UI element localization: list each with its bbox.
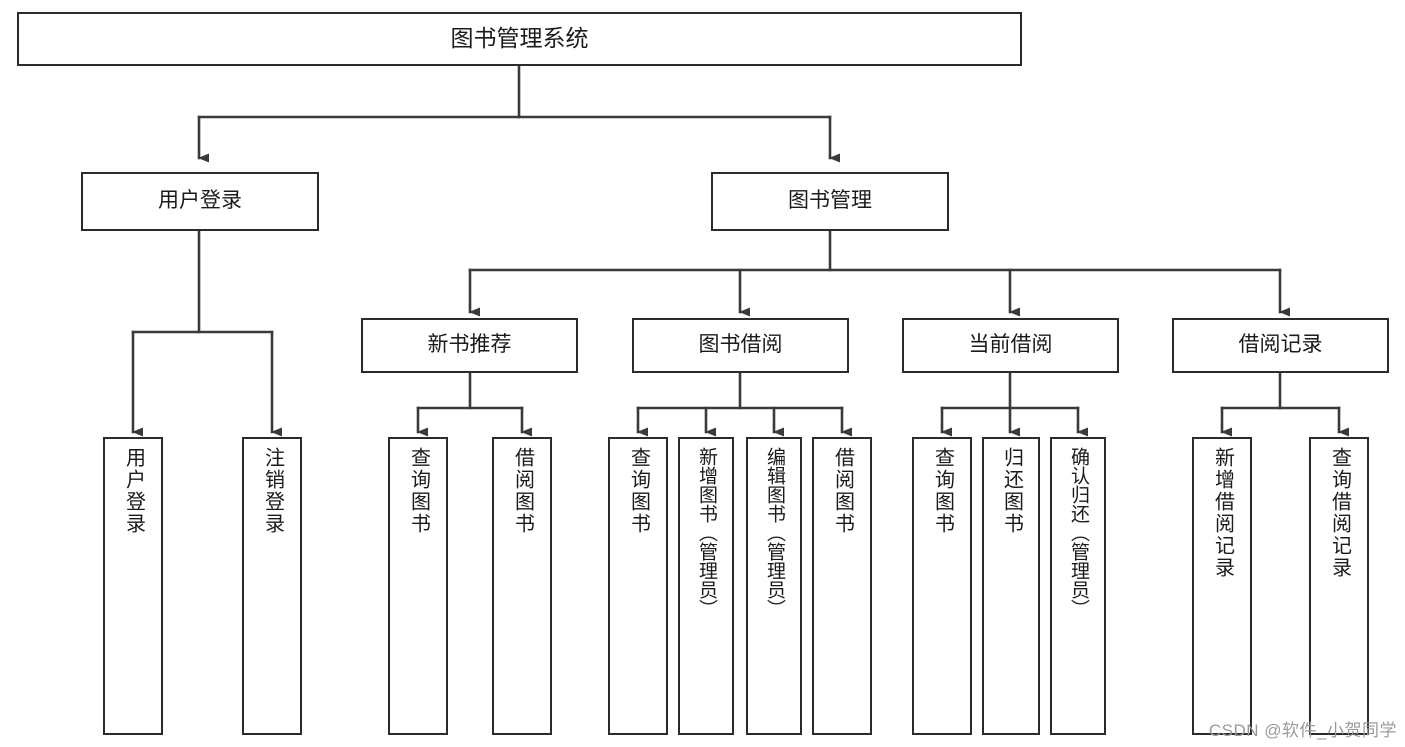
leaf-book-borrow-query-label: 查询图书 [627,447,650,535]
node-user-login-label: 用户登录 [158,189,242,213]
leaf-user-login[interactable]: 用户登录 [103,437,163,735]
leaf-add-borrow-record[interactable]: 新增借阅记录 [1192,437,1252,735]
node-borrow-record-label: 借阅记录 [1238,333,1323,357]
leaf-new-book-borrow[interactable]: 借阅图书 [492,437,552,735]
node-book-management[interactable]: 图书管理 [711,172,949,231]
node-root-system-label: 图书管理系统 [450,25,589,52]
node-book-borrow-label: 图书借阅 [698,333,783,357]
leaf-logout[interactable]: 注销登录 [242,437,302,735]
leaf-add-borrow-record-label: 新增借阅记录 [1211,447,1234,579]
leaf-query-borrow-record[interactable]: 查询借阅记录 [1309,437,1369,735]
leaf-return-book[interactable]: 归还图书 [982,437,1040,735]
leaf-book-add-admin[interactable]: 新增图书（管理员） [678,437,734,735]
leaf-new-book-query-label: 查询图书 [407,447,430,535]
leaf-query-borrow-record-label: 查询借阅记录 [1328,447,1351,579]
node-user-login[interactable]: 用户登录 [81,172,319,231]
node-book-management-label: 图书管理 [788,189,872,213]
node-current-borrow-label: 当前借阅 [968,333,1053,357]
leaf-return-book-label: 归还图书 [1000,447,1023,535]
leaf-book-lend-label: 借阅图书 [831,447,854,535]
node-root-system[interactable]: 图书管理系统 [17,12,1022,66]
csdn-watermark: CSDN @软件_小贺同学 [1208,721,1397,740]
leaf-new-book-borrow-label: 借阅图书 [511,447,534,535]
leaf-confirm-return-admin-label: 确认归还（管理员） [1067,447,1089,618]
leaf-book-edit-admin-label: 编辑图书（管理员） [763,447,785,618]
leaf-new-book-query[interactable]: 查询图书 [388,437,448,735]
leaf-book-lend[interactable]: 借阅图书 [812,437,872,735]
node-book-borrow[interactable]: 图书借阅 [632,318,849,373]
leaf-current-query-label: 查询图书 [931,447,954,535]
leaf-current-query[interactable]: 查询图书 [912,437,972,735]
leaf-user-login-label: 用户登录 [122,447,145,535]
node-new-book-recommend-label: 新书推荐 [427,333,512,357]
leaf-book-edit-admin[interactable]: 编辑图书（管理员） [746,437,802,735]
node-new-book-recommend[interactable]: 新书推荐 [361,318,578,373]
leaf-book-add-admin-label: 新增图书（管理员） [695,447,717,618]
leaf-confirm-return-admin[interactable]: 确认归还（管理员） [1050,437,1106,735]
leaf-book-borrow-query[interactable]: 查询图书 [608,437,668,735]
node-borrow-record[interactable]: 借阅记录 [1172,318,1389,373]
node-current-borrow[interactable]: 当前借阅 [902,318,1119,373]
leaf-logout-label: 注销登录 [261,447,284,535]
